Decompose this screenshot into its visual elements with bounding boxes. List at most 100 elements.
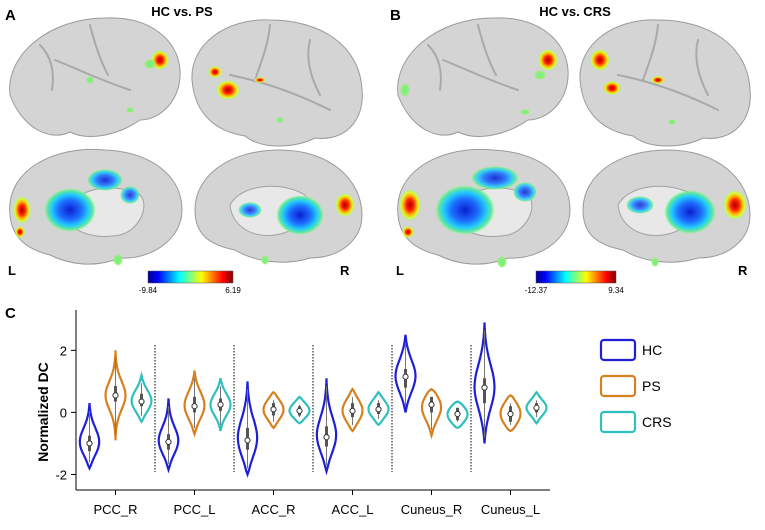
- hemisphere-left-label-b: L: [396, 263, 404, 278]
- violin-outline: [130, 370, 153, 424]
- violin-outline: [209, 378, 232, 432]
- violin-outline: [157, 398, 180, 474]
- violin-median-dot: [533, 404, 540, 411]
- violin-ps: [341, 387, 364, 433]
- violin-crs: [525, 390, 548, 426]
- panel-title-b: HC vs. CRS: [539, 4, 611, 19]
- x-tick-label: ACC_R: [251, 502, 295, 517]
- y-tick-label: 2: [60, 343, 67, 358]
- legend-label-hc: HC: [642, 342, 662, 358]
- violin-median-dot: [323, 434, 330, 441]
- brain-lateral-left-a: [9, 17, 181, 137]
- violin-median-dot: [349, 407, 356, 414]
- brain-lateral-right-b: [579, 19, 751, 147]
- brain-medial-left-a: [9, 148, 183, 266]
- violin-ps: [104, 350, 127, 441]
- panel-a: A HC vs. PS: [5, 4, 363, 295]
- violin-hc: [315, 378, 338, 476]
- violin-iqr-box: [483, 378, 486, 404]
- violin-median-dot: [454, 410, 461, 418]
- colorbar-b: [535, 270, 617, 284]
- violin-ps: [420, 387, 443, 440]
- violin-ps: [262, 390, 285, 430]
- colorbar-max-b: 9.34: [608, 286, 624, 295]
- chart-legend: HC PS CRS: [599, 338, 672, 434]
- y-axis-label: Normalized DC: [35, 362, 51, 462]
- violin-hc: [157, 398, 180, 474]
- brain-medial-left-b: [397, 148, 571, 268]
- legend-label-crs: CRS: [642, 414, 672, 430]
- panel-title-a: HC vs. PS: [151, 4, 213, 19]
- violin-median-dot: [191, 403, 198, 410]
- violin-median-dot: [428, 401, 435, 408]
- violin-median-dot: [112, 392, 119, 399]
- violin-crs: [130, 370, 153, 424]
- violin-ps: [499, 393, 522, 433]
- violin-outline: [288, 395, 311, 425]
- violin-crs: [288, 395, 311, 425]
- violin-median-dot: [244, 437, 251, 444]
- violin-hc: [394, 334, 417, 413]
- violin-outline: [341, 387, 364, 433]
- violin-outline: [236, 381, 259, 478]
- y-tick-label: 0: [60, 405, 67, 420]
- violin-ps: [183, 370, 206, 438]
- violin-median-dot: [296, 407, 303, 414]
- violin-hc: [78, 403, 101, 471]
- panel-letter-a: A: [5, 7, 16, 24]
- violin-crs: [209, 378, 232, 432]
- violin-outline: [446, 400, 469, 430]
- colorbar-max-a: 6.19: [225, 286, 241, 295]
- violin-hc: [473, 322, 496, 444]
- violin-median-dot: [507, 410, 514, 418]
- brain-medial-right-b: [582, 149, 751, 267]
- violin-median-dot: [375, 406, 382, 413]
- brain-lateral-right-a: [191, 19, 363, 147]
- panel-letter-c: C: [5, 305, 16, 322]
- x-tick-label: PCC_L: [174, 502, 216, 517]
- brain-lateral-left-b: [397, 17, 569, 137]
- violin-median-dot: [481, 384, 488, 391]
- violin-outline: [315, 378, 338, 476]
- colorbar-a: [147, 270, 234, 284]
- violin-outline: [473, 322, 496, 444]
- violin-median-dot: [165, 438, 172, 445]
- violin-outline: [262, 390, 285, 430]
- y-tick-label: -2: [55, 467, 67, 482]
- x-tick-label: PCC_R: [93, 502, 137, 517]
- violin-outline: [525, 390, 548, 426]
- violin-median-dot: [402, 373, 409, 380]
- violin-outline: [78, 403, 101, 471]
- violin-outline: [420, 387, 443, 440]
- violin-hc: [236, 381, 259, 478]
- violin-median-dot: [270, 406, 277, 413]
- violin-outline: [183, 370, 206, 438]
- violin-outline: [367, 390, 390, 427]
- hemisphere-left-label-a: L: [8, 263, 16, 278]
- violin-outline: [104, 350, 127, 441]
- panel-b: B HC vs. CRS: [390, 4, 751, 295]
- violin-median-dot: [86, 440, 93, 447]
- violin-outline: [499, 393, 522, 433]
- colorbar-min-b: -12.37: [525, 286, 548, 295]
- x-tick-label: ACC_L: [332, 502, 374, 517]
- x-tick-label: Cuneus_L: [481, 502, 540, 517]
- x-tick-label: Cuneus_R: [401, 502, 462, 517]
- violin-outline: [394, 334, 417, 413]
- legend-label-ps: PS: [642, 378, 661, 394]
- legend-swatch-ps: [599, 374, 637, 398]
- violin-crs: [446, 400, 469, 430]
- brain-medial-right-a: [194, 149, 363, 265]
- hemisphere-right-label-a: R: [340, 263, 350, 278]
- violin-crs: [367, 390, 390, 427]
- violin-median-dot: [217, 401, 224, 408]
- hemisphere-right-label-b: R: [738, 263, 748, 278]
- violin-median-dot: [138, 398, 145, 405]
- legend-swatch-crs: [599, 410, 637, 434]
- colorbar-min-a: -9.84: [139, 286, 158, 295]
- panel-letter-b: B: [390, 7, 401, 24]
- legend-swatch-hc: [599, 338, 637, 362]
